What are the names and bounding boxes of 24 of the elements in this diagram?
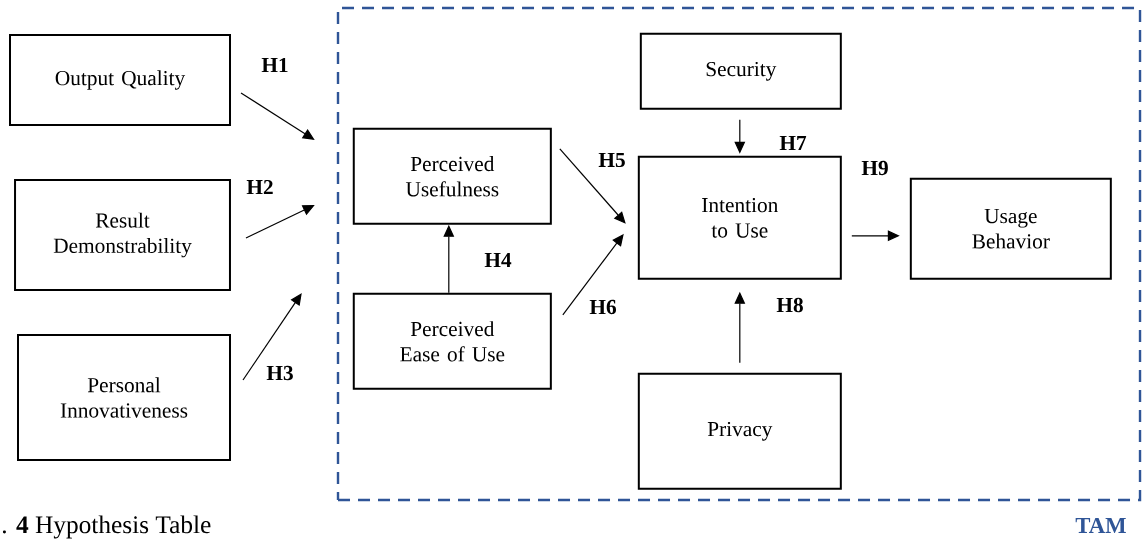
arrow — [242, 293, 302, 381]
caption: . 4 Hypothesis Table — [2, 515, 211, 539]
edge-label: H7 — [778, 134, 808, 152]
edge-label: H1 — [260, 56, 290, 74]
construct-box: Personal Innovativeness — [17, 333, 231, 462]
construct-box: Perceived Usefulness — [352, 127, 552, 225]
construct-box: Intention to Use — [637, 155, 842, 280]
edge-label: H2 — [245, 178, 275, 196]
edge-label: H3 — [265, 364, 295, 382]
construct-box: Output Quality — [9, 34, 231, 126]
construct-box: Perceived Ease of Use — [352, 292, 552, 390]
arrow — [559, 148, 626, 224]
construct-box: Privacy — [637, 372, 842, 490]
edge-label: H4 — [483, 251, 513, 269]
node-label: TAM — [1075, 517, 1126, 533]
construct-box: Security — [639, 32, 842, 110]
edge-label: H9 — [860, 159, 890, 177]
arrow — [240, 92, 315, 140]
edge-label: H8 — [775, 296, 805, 314]
construct-box: Result Demonstrability — [14, 179, 231, 291]
arrow — [245, 205, 315, 239]
construct-box: Usage Behavior — [909, 177, 1112, 280]
edge-label: H6 — [588, 298, 618, 316]
edge-label: H5 — [597, 151, 627, 169]
